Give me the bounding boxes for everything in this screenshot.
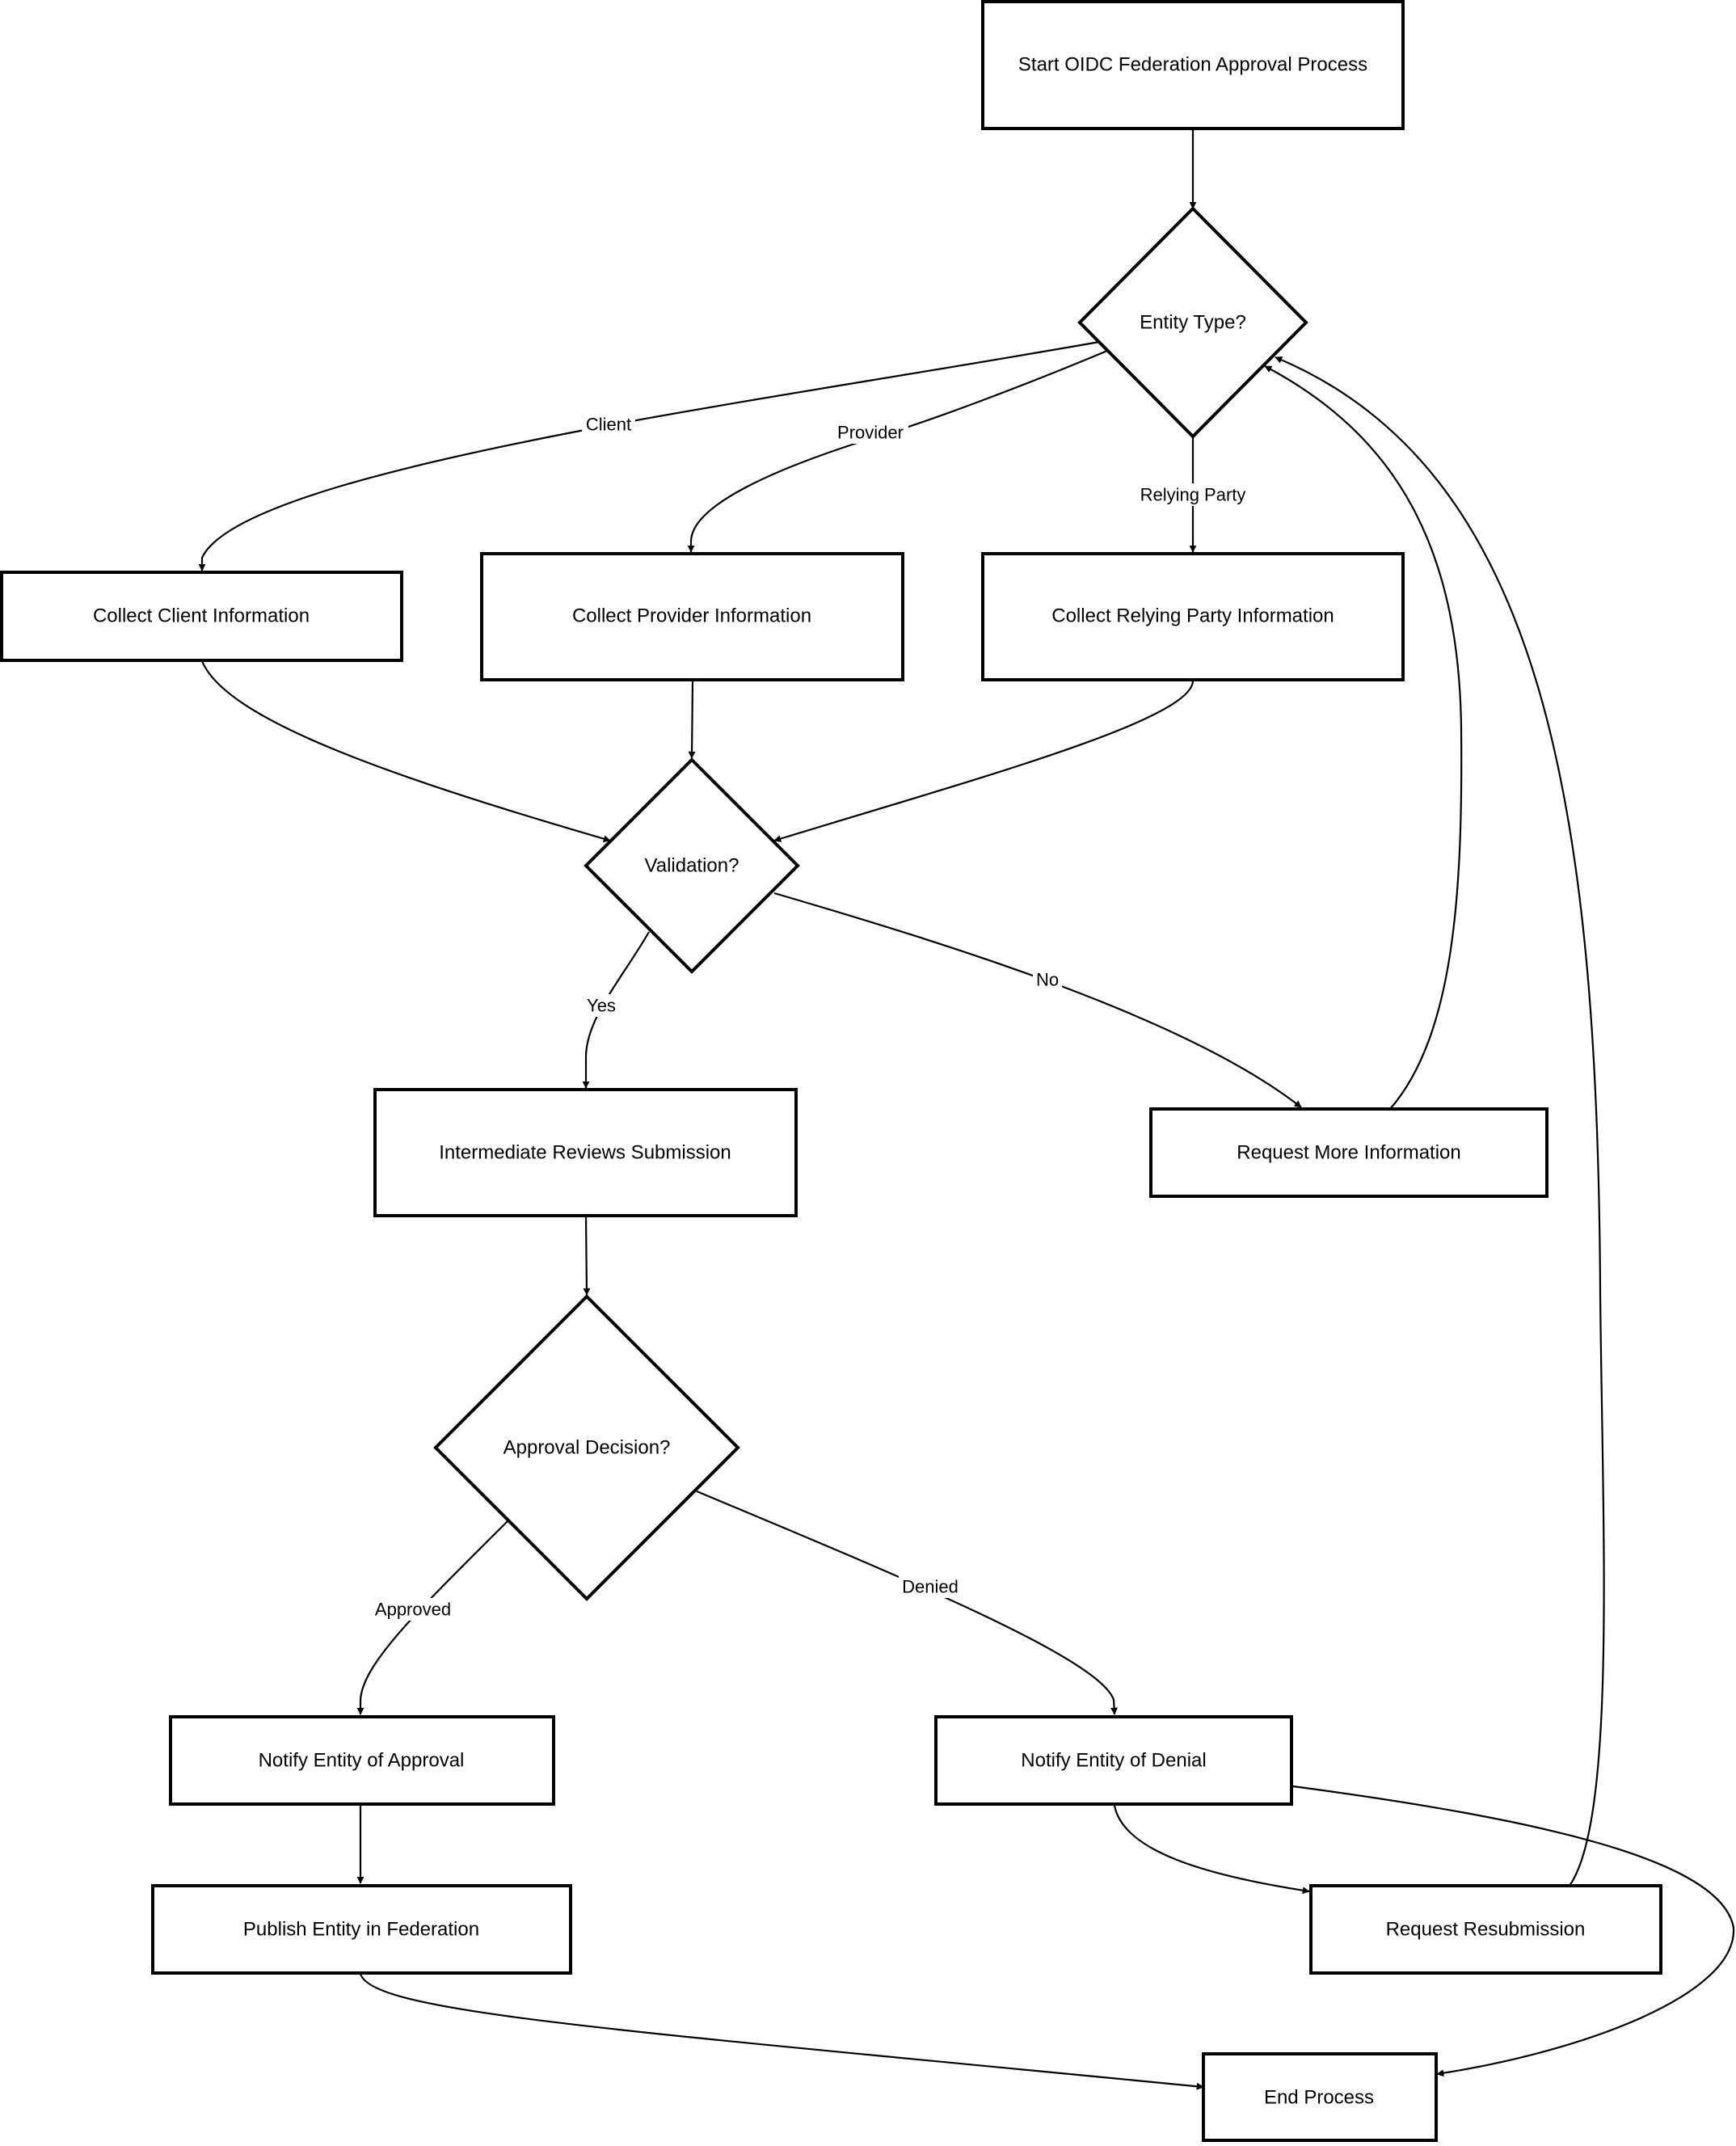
node-notify-denial: Notify Entity of Denial (934, 1715, 1293, 1806)
node-entity-type: Entity Type? (1077, 206, 1308, 439)
node-resubmit: Request Resubmission (1309, 1884, 1662, 1975)
node-validation-label: Validation? (645, 855, 739, 877)
edge-labels: Client Provider Relying Party Yes No App… (370, 413, 1251, 1621)
node-collect-client: Collect Client Information (0, 571, 403, 662)
edge-notify-denial-to-resubmit (1113, 1805, 1310, 1895)
edge-label-no: No (1036, 970, 1059, 990)
node-notify-approval: Notify Entity of Approval (169, 1715, 555, 1806)
edge-intermediate-to-approval (583, 1216, 591, 1296)
edge-collect-client-to-validation (200, 660, 611, 843)
node-publish: Publish Entity in Federation (151, 1884, 572, 1975)
edge-entity-type-to-collect-provider (687, 349, 1108, 553)
node-approval: Approval Decision? (433, 1294, 740, 1601)
node-resubmit-label: Request Resubmission (1386, 1919, 1586, 1941)
node-request-more-label: Request More Information (1237, 1142, 1460, 1164)
node-collect-rp: Collect Relying Party Information (981, 552, 1405, 681)
edge-collect-provider-to-validation (688, 680, 696, 759)
node-approval-label: Approval Decision? (504, 1437, 671, 1459)
edge-notify-denial-to-end (1292, 1785, 1735, 2077)
node-publish-label: Publish Entity in Federation (243, 1919, 479, 1941)
node-notify-approval-label: Notify Entity of Approval (259, 1750, 465, 1772)
edge-label-provider: Provider (837, 423, 904, 443)
node-collect-provider-label: Collect Provider Information (572, 605, 811, 627)
edge-label-yes: Yes (587, 996, 616, 1016)
edge-validation-no-to-request-more (773, 892, 1302, 1108)
edge-publish-to-end (359, 1973, 1204, 2090)
edge-label-relying-party: Relying Party (1140, 485, 1246, 505)
node-start: Start OIDC Federation Approval Process (981, 0, 1405, 130)
node-intermediate: Intermediate Reviews Submission (373, 1088, 798, 1217)
edge-resubmit-to-entity-type (1275, 356, 1605, 1887)
edge-approval-denied-to-notify-denial (696, 1490, 1119, 1715)
edge-label-approved: Approved (375, 1600, 451, 1620)
node-request-more: Request More Information (1149, 1107, 1548, 1198)
edge-entity-type-to-collect-client (198, 339, 1105, 571)
edge-approval-approved-to-notify-approval (356, 1520, 508, 1715)
edge-collect-rp-to-validation (773, 680, 1195, 842)
edges (198, 129, 1735, 2090)
node-intermediate-label: Intermediate Reviews Submission (439, 1142, 731, 1164)
nodes: Start OIDC Federation Approval Process E… (0, 0, 1662, 2142)
node-end: End Process (1202, 2052, 1438, 2142)
edge-label-denied: Denied (902, 1577, 959, 1597)
edge-label-client: Client (586, 415, 631, 435)
node-collect-rp-label: Collect Relying Party Information (1051, 605, 1334, 627)
node-validation: Validation? (584, 757, 800, 974)
node-entity-type-label: Entity Type? (1140, 312, 1246, 334)
node-notify-denial-label: Notify Entity of Denial (1021, 1750, 1206, 1772)
node-collect-client-label: Collect Client Information (93, 605, 310, 627)
node-start-label: Start OIDC Federation Approval Process (1018, 54, 1367, 76)
edge-request-more-to-entity-type (1264, 365, 1463, 1110)
node-collect-provider: Collect Provider Information (480, 552, 904, 681)
node-end-label: End Process (1264, 2087, 1374, 2109)
